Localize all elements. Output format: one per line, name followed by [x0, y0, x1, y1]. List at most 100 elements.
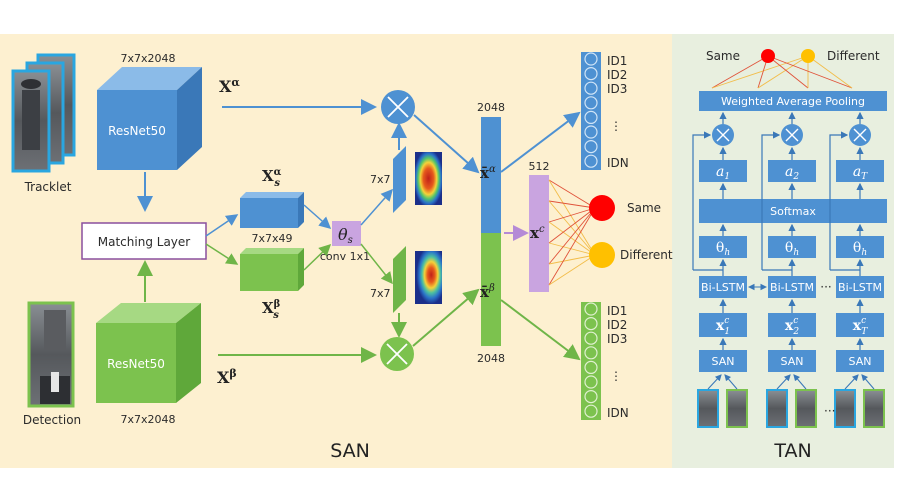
id-neuron: [584, 346, 598, 360]
id-top-ellipsis: ⋮: [610, 119, 622, 133]
tan-arrow: [707, 374, 722, 390]
feat-bottom-dims: 2048: [477, 352, 505, 365]
attention-weight-label: a2: [785, 164, 799, 182]
fc-connections: [548, 179, 596, 286]
id-neuron: [584, 317, 598, 331]
id-top-3: ID3: [607, 82, 627, 96]
conv-label: conv 1x1: [320, 250, 370, 263]
san-box: [699, 350, 747, 372]
multiply-node-bottom: [380, 337, 414, 371]
attention-weight-box: [768, 160, 816, 182]
id-neuron: [584, 404, 598, 418]
tan-arrow: [793, 374, 807, 390]
resnet-top-dims: 7x7x2048: [120, 52, 175, 65]
xc-box: [699, 313, 747, 337]
id-bottom-3: ID3: [607, 332, 627, 346]
arrow-xs-alpha-to-theta: [303, 204, 332, 229]
tan-same-node: [761, 49, 775, 63]
xbar-beta-label: x̄β: [480, 283, 495, 301]
fc-line-different: [548, 254, 596, 265]
arrow-xs-beta-to-theta: [303, 243, 332, 271]
tan-different-label: Different: [827, 49, 880, 63]
fc-line-different: [548, 179, 596, 256]
attention-weight-label: aT: [853, 164, 868, 182]
id-classifier-bottom: [581, 302, 601, 420]
tan-fc-line-same: [767, 55, 853, 89]
tan-arrow: [724, 374, 738, 390]
tan-same-label: Same: [706, 49, 740, 63]
fc-line-same: [548, 207, 596, 244]
fc-line-same: [548, 207, 596, 286]
feature-bar-alpha: [481, 117, 501, 233]
arrow-matching-to-xs-beta: [205, 243, 239, 265]
id-top-1: ID1: [607, 54, 627, 68]
arrow-mult-to-xbar-alpha: [413, 114, 480, 174]
id-neuron: [584, 375, 598, 389]
san-box: [836, 350, 884, 372]
id-bottom-1: ID1: [607, 304, 627, 318]
arrow-mult-to-xbar-beta: [412, 288, 480, 347]
bi-lstm-label: Bi-LSTM: [770, 281, 814, 294]
resnet50-top-label: ResNet50: [108, 124, 166, 138]
theta-s-label: θs: [338, 225, 353, 246]
id-neuron: [584, 140, 598, 154]
san-box-label: SAN: [712, 355, 735, 368]
resnet50-bottom-label: ResNet50: [107, 357, 165, 371]
fc-line-different: [548, 242, 596, 256]
id-neuron: [584, 302, 598, 316]
tracklet-thumbnail: [697, 389, 719, 428]
id-classifier-top: [581, 52, 601, 170]
theta-s-box: [332, 221, 361, 246]
bi-lstm-label: Bi-LSTM: [701, 281, 745, 294]
san-title: SAN: [330, 440, 370, 462]
bi-lstm-label: Bi-LSTM: [838, 281, 882, 294]
fc-line-different: [548, 254, 596, 286]
bi-lstm-ellipsis: ···: [820, 280, 831, 294]
xs-beta-cuboid: [240, 248, 304, 291]
fc-line-same: [548, 207, 596, 223]
fc-line-same: [548, 200, 596, 209]
attn-top-dims: 7x7: [370, 173, 391, 186]
tan-fc-line-different: [807, 55, 853, 89]
multiply-icon: [785, 128, 799, 142]
theta-h-label: θh: [716, 240, 730, 258]
matching-layer-label: Matching Layer: [98, 235, 191, 249]
heatmap-top: [415, 152, 442, 205]
x-alpha-label: Xα: [219, 76, 240, 96]
fc-line-different: [548, 221, 596, 256]
id-neuron: [584, 81, 598, 95]
theta-h-label: θh: [853, 240, 867, 258]
arrow-matching-to-xs-alpha: [205, 214, 239, 237]
id-neuron: [584, 96, 598, 110]
xs-alpha-cuboid: [240, 192, 304, 228]
tan-arrow: [844, 374, 859, 390]
theta-h-label: θh: [785, 240, 799, 258]
heatmap-bottom: [415, 251, 442, 304]
skip-connection: [761, 131, 781, 270]
detection-label: Detection: [23, 413, 81, 427]
tracklet-thumbnail: [834, 389, 856, 428]
attn-bottom-dims: 7x7: [370, 287, 391, 300]
tracklet-thumbnail: [766, 389, 788, 428]
softmax-label: Softmax: [770, 205, 816, 218]
arrow-xbar-alpha-to-ids: [500, 111, 581, 173]
bi-lstm-box: [699, 276, 747, 298]
id-neuron: [584, 360, 598, 374]
tracklet-label: Tracklet: [24, 180, 72, 194]
xbar-alpha-label: x̄α: [480, 164, 496, 182]
tan-images-ellipsis: ···: [824, 404, 835, 418]
tan-arrow: [861, 374, 875, 390]
id-neuron: [584, 52, 598, 66]
resnet-bottom-dims: 7x7x2048: [120, 413, 175, 426]
id-top-2: ID2: [607, 68, 627, 82]
tracklet-images: [11, 53, 76, 173]
pooling-label: Weighted Average Pooling: [721, 95, 865, 108]
weighted-average-pooling-box: [699, 91, 887, 111]
